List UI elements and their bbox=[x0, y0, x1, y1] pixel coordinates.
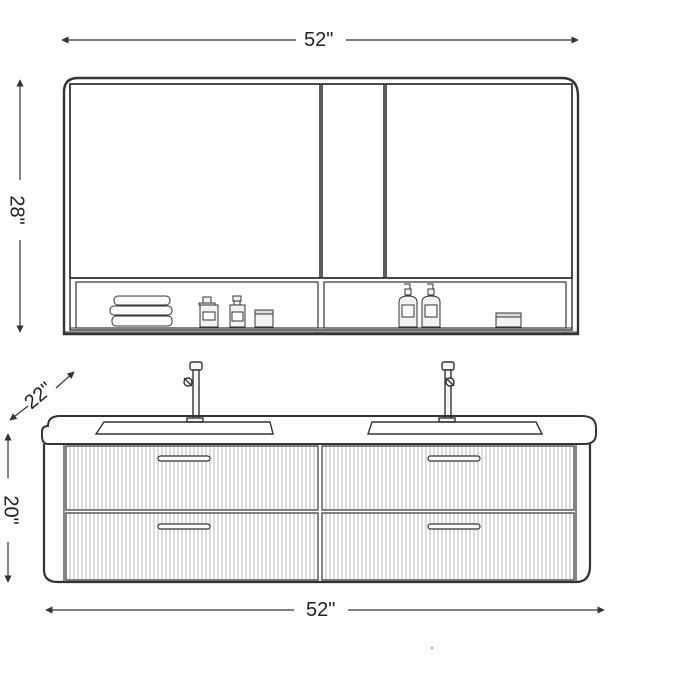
mirror-height-label: 28" bbox=[5, 195, 28, 225]
mirror-width-label: 52" bbox=[304, 29, 334, 51]
mirror-cabinet bbox=[62, 76, 580, 336]
faucet-right-icon bbox=[438, 361, 456, 423]
mirror-door-right bbox=[385, 83, 573, 279]
drawer-handle-bottom-left bbox=[157, 523, 211, 530]
countertop bbox=[41, 415, 597, 445]
soap-dish-icon bbox=[495, 312, 522, 328]
drawer-bottom-right bbox=[321, 512, 575, 581]
mirror-inner-frame bbox=[69, 83, 573, 331]
cream-jar-icon bbox=[254, 309, 274, 328]
drawer-bottom-left bbox=[65, 512, 319, 581]
open-shelf-right bbox=[323, 281, 567, 329]
mirror-cabinet-outline bbox=[62, 76, 580, 336]
lotion-bottle-icon bbox=[198, 296, 219, 328]
vanity-width-label: 52" bbox=[306, 599, 336, 621]
mirror-door-left bbox=[69, 83, 321, 279]
drawer-handle-top-right bbox=[427, 455, 481, 462]
faucet-left-icon bbox=[183, 361, 204, 423]
lotion-dispenser-icon bbox=[421, 283, 441, 328]
vanity-depth-dimension bbox=[9, 371, 75, 421]
soap-dispenser-icon bbox=[398, 283, 418, 328]
drawer-handle-bottom-right bbox=[427, 523, 481, 530]
vanity-cabinet bbox=[42, 444, 592, 584]
sink-basin-right bbox=[367, 421, 544, 435]
mirror-door-center bbox=[321, 83, 385, 279]
countertop-outline bbox=[41, 415, 597, 445]
vanity-height-label: 20" bbox=[0, 495, 22, 525]
vanity-body-outline bbox=[42, 444, 592, 584]
drawer-handle-top-left bbox=[157, 455, 211, 462]
towel-stack-icon bbox=[109, 295, 173, 327]
stray-mark bbox=[431, 647, 433, 649]
pump-bottle-icon bbox=[229, 295, 246, 328]
sink-basin-left bbox=[94, 421, 274, 435]
